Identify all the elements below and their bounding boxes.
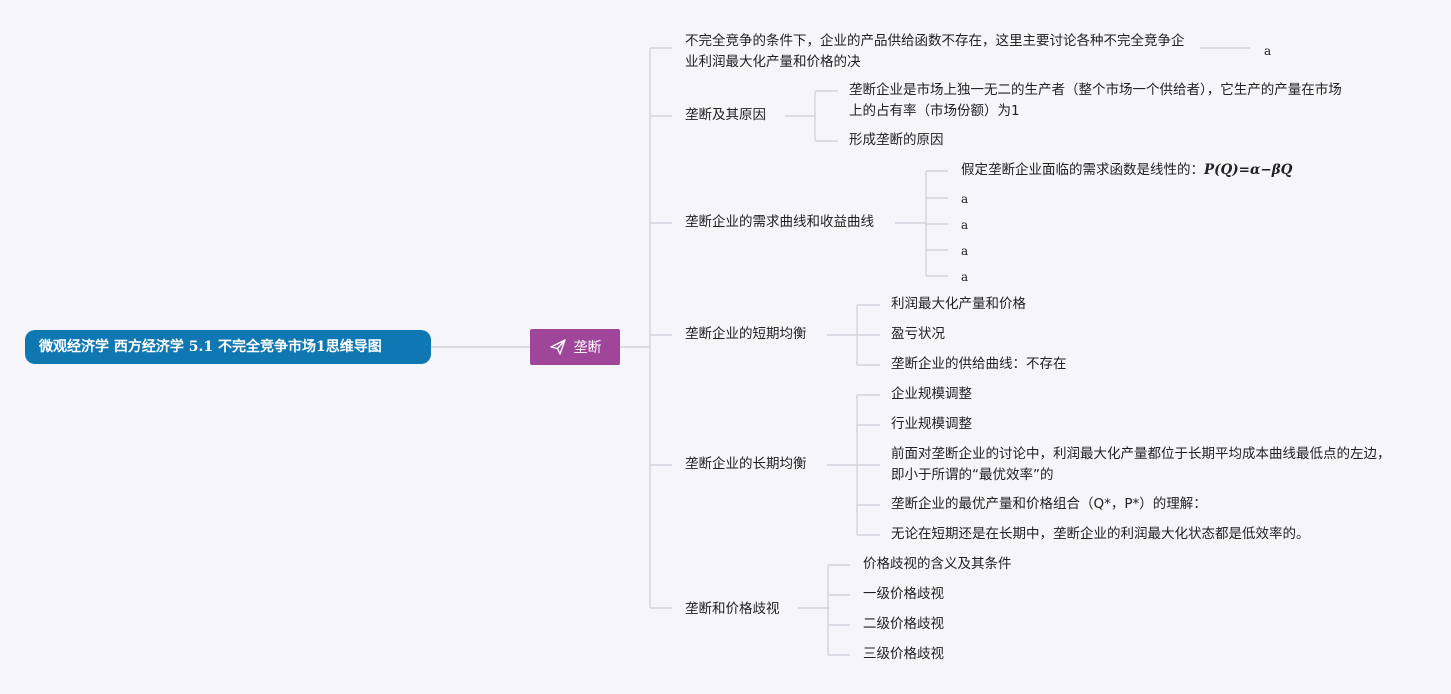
demand-item-a[interactable]: a bbox=[961, 218, 969, 232]
discrimination-item[interactable]: 二级价格歧视 bbox=[863, 616, 944, 632]
demand-item-a[interactable]: a bbox=[961, 192, 969, 206]
demand-item-linear[interactable]: 假定垄断企业面临的需求函数是线性的：P(Q)=α−βQ bbox=[961, 160, 1292, 181]
discrimination-item[interactable]: 一级价格歧视 bbox=[863, 586, 944, 602]
cause-item-definition[interactable]: 垄断企业是市场上独一无二的生产者（整个市场一个供给者），它生产的产量在市场上的占… bbox=[849, 82, 1342, 119]
cause-item-reasons[interactable]: 形成垄断的原因 bbox=[849, 132, 944, 148]
long-run-item[interactable]: 垄断企业的最优产量和价格组合（Q*，P*）的理解： bbox=[891, 496, 1207, 512]
demand-item-text: 假定垄断企业面临的需求函数是线性的： bbox=[961, 162, 1204, 178]
branch-price-discrimination[interactable]: 垄断和价格歧视 bbox=[685, 601, 780, 617]
short-run-item[interactable]: 盈亏状况 bbox=[891, 326, 945, 342]
long-run-item[interactable]: 无论在短期还是在长期中，垄断企业的利润最大化状态都是低效率的。 bbox=[891, 526, 1310, 542]
intro-sub-node[interactable]: a bbox=[1264, 44, 1272, 58]
branch-monopoly-cause[interactable]: 垄断及其原因 bbox=[685, 107, 766, 123]
long-run-item[interactable]: 行业规模调整 bbox=[891, 416, 972, 432]
short-run-item[interactable]: 利润最大化产量和价格 bbox=[891, 296, 1026, 312]
discrimination-item[interactable]: 三级价格歧视 bbox=[863, 646, 944, 662]
long-run-item[interactable]: 企业规模调整 bbox=[891, 386, 972, 402]
branch-short-run[interactable]: 垄断企业的短期均衡 bbox=[685, 326, 807, 342]
short-run-item[interactable]: 垄断企业的供给曲线：不存在 bbox=[891, 356, 1067, 372]
long-run-item[interactable]: 前面对垄断企业的讨论中，利润最大化产量都位于长期平均成本曲线最低点的左边，即小于… bbox=[891, 446, 1391, 483]
hub-label: 垄断 bbox=[573, 340, 602, 356]
branch-intro[interactable]: 不完全竞争的条件下，企业的产品供给函数不存在，这里主要讨论各种不完全竞争企业利润… bbox=[685, 33, 1185, 70]
demand-formula: P(Q)=α−βQ bbox=[1204, 162, 1293, 178]
root-node[interactable]: 微观经济学 西方经济学 5.1 不完全竞争市场1思维导图 bbox=[25, 330, 431, 364]
demand-item-a[interactable]: a bbox=[961, 244, 969, 258]
demand-item-a[interactable]: a bbox=[961, 270, 969, 284]
paper-plane-icon bbox=[549, 338, 567, 356]
hub-node[interactable]: 垄断 bbox=[530, 329, 620, 365]
branch-demand-revenue[interactable]: 垄断企业的需求曲线和收益曲线 bbox=[685, 214, 874, 230]
branch-long-run[interactable]: 垄断企业的长期均衡 bbox=[685, 456, 807, 472]
discrimination-item[interactable]: 价格歧视的含义及其条件 bbox=[863, 556, 1012, 572]
